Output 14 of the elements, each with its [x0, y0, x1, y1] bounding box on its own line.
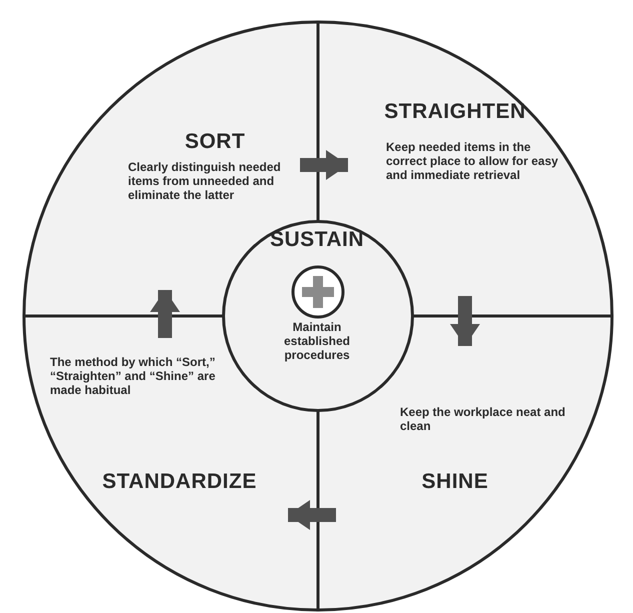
step-title: STRAIGHTEN — [383, 100, 527, 124]
step-description: Keep the workplace neat and clean — [400, 405, 566, 433]
step-title: STANDARDIZE — [101, 470, 258, 494]
step-description: The method by which “Sort,” “Straighten” and “Shine” are made habitual — [50, 355, 216, 397]
step-title: SUSTAIN — [268, 228, 366, 252]
step-title: SORT — [184, 130, 246, 154]
arrow — [300, 150, 348, 180]
arrow — [450, 296, 480, 346]
step-description: Keep needed items in the correct place to allow for easy and immediate retrieval — [386, 140, 560, 182]
step-description: Maintain established procedures — [282, 320, 352, 362]
step-description: Clearly distinguish needed items from unneeded and eliminate the latter — [128, 160, 282, 202]
arrow — [288, 500, 336, 530]
step-title: SHINE — [420, 470, 490, 494]
arrow — [150, 290, 180, 338]
